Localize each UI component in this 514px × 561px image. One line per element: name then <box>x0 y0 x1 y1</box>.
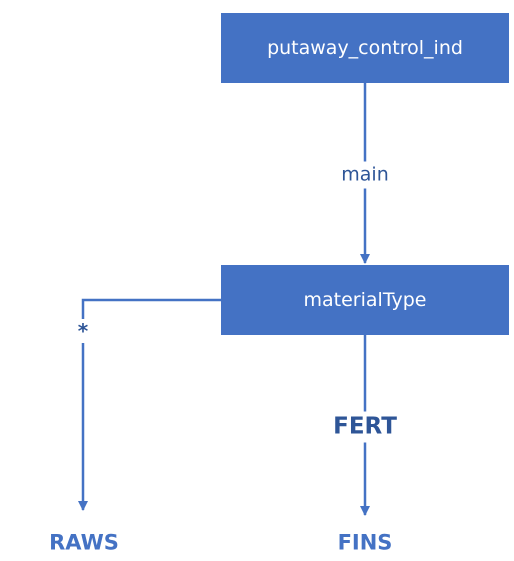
edge-decision-to-raws <box>78 298 221 511</box>
leaf-fins: FINS <box>337 530 393 555</box>
edge-label-main: main <box>339 161 391 189</box>
node-material-type: materialType <box>221 265 509 335</box>
node-label: putaway_control_ind <box>267 37 463 59</box>
edge-label-default: * <box>75 319 91 343</box>
node-putaway-control-ind: putaway_control_ind <box>221 13 509 83</box>
node-label: materialType <box>303 289 427 311</box>
leaf-raws: RAWS <box>49 530 119 555</box>
edge-label-fert: FERT <box>331 411 399 443</box>
